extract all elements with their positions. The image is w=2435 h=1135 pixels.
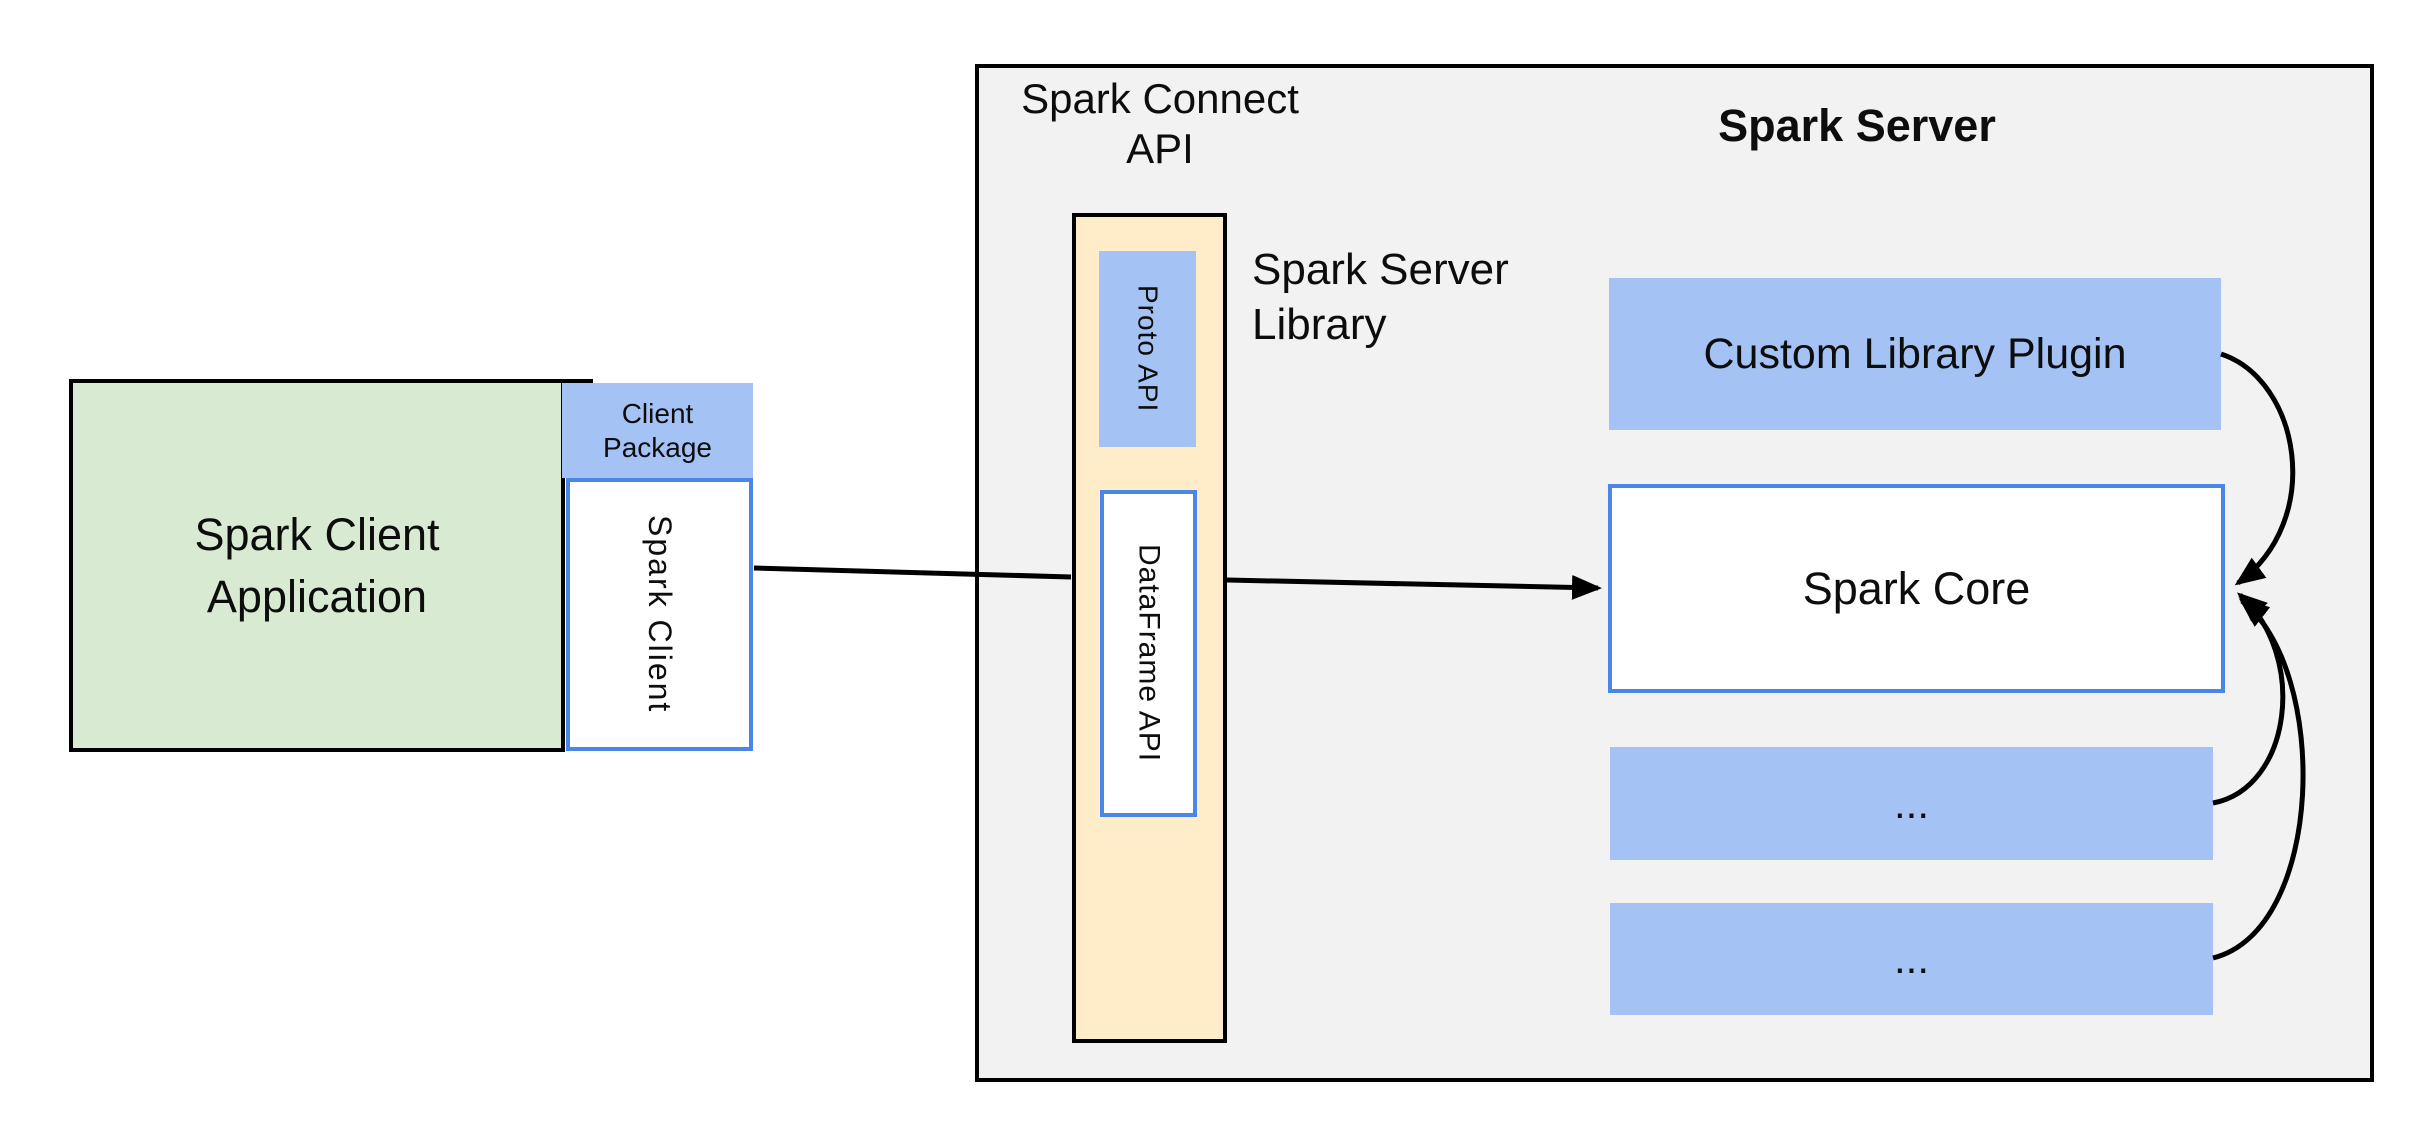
spark-server-title: Spark Server xyxy=(1718,100,1996,151)
spark-client-label: Spark Client xyxy=(642,515,678,714)
proto-api-box: Proto API xyxy=(1099,251,1196,447)
plugin-slot-2-box: ... xyxy=(1610,903,2213,1015)
spark-server-library-label: Spark Server Library xyxy=(1252,245,1509,349)
client-box-border-extension xyxy=(565,379,593,383)
plugin-slot-1-box: ... xyxy=(1610,747,2213,860)
client-package-box: Client Package xyxy=(562,383,753,478)
custom-library-plugin-label: Custom Library Plugin xyxy=(1703,329,2127,378)
plugin-slot-1-label: ... xyxy=(1893,779,1929,827)
dataframe-api-label: DataFrame API xyxy=(1132,544,1166,763)
spark-connect-api-label: Spark Connect API xyxy=(1021,75,1299,172)
spark-core-label: Spark Core xyxy=(1802,562,2031,614)
spark-client-box: Spark Client xyxy=(566,478,753,751)
plugin-slot-2-label: ... xyxy=(1893,935,1929,982)
dataframe-api-box: DataFrame API xyxy=(1100,490,1197,817)
spark-client-application-box: Spark Client Application xyxy=(69,379,565,752)
custom-library-plugin-box: Custom Library Plugin xyxy=(1609,278,2221,430)
client-package-label: Client Package xyxy=(603,397,712,463)
spark-core-box: Spark Core xyxy=(1608,484,2225,693)
spark-client-application-label: Spark Client Application xyxy=(194,508,440,622)
proto-api-label: Proto API xyxy=(1132,285,1164,413)
